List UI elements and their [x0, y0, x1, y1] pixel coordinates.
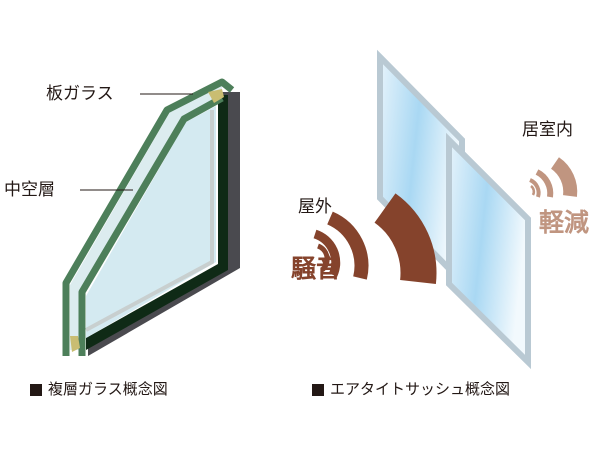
caption-text: 複層ガラス概念図 — [48, 380, 168, 398]
label-indoor: 居室内 — [522, 120, 573, 140]
double-glazing-illustration — [62, 78, 240, 356]
reduced-wave-2 — [529, 178, 541, 198]
inner-sash-pane — [446, 132, 531, 370]
square-bullet-icon — [312, 383, 324, 396]
outer-pane — [62, 78, 235, 356]
air-layer — [86, 106, 216, 338]
caption-airtight-sash: エアタイトサッシュ概念図 — [312, 382, 510, 397]
label-air-layer: 中空層 — [4, 180, 55, 200]
label-pane-glass: 板ガラス — [46, 84, 114, 104]
square-bullet-icon — [30, 383, 42, 396]
reduced-wave-3 — [535, 169, 554, 198]
reduced-wave-1 — [530, 184, 536, 196]
desiccant-bottom — [70, 336, 80, 352]
spacer — [85, 110, 214, 332]
noise-wave-1 — [316, 243, 330, 272]
sash-illustration — [313, 49, 578, 370]
label-outdoor: 屋外 — [298, 197, 332, 217]
dark-seal — [86, 95, 228, 350]
label-reduced: 軽減 — [539, 208, 590, 237]
inner-pane — [78, 94, 224, 356]
noise-wave-2 — [313, 229, 341, 277]
noise-wave-3 — [326, 211, 369, 280]
back-frame — [88, 92, 240, 356]
reduced-wave-4 — [550, 157, 578, 197]
noise-wave-4 — [373, 193, 437, 284]
label-noise: 騒音 — [291, 254, 342, 283]
desiccant-top — [208, 89, 224, 103]
caption-text: エアタイトサッシュ概念図 — [330, 380, 511, 398]
reduced-waves — [529, 157, 578, 198]
noise-waves — [313, 193, 437, 284]
caption-double-glazing: 複層ガラス概念図 — [30, 382, 168, 397]
